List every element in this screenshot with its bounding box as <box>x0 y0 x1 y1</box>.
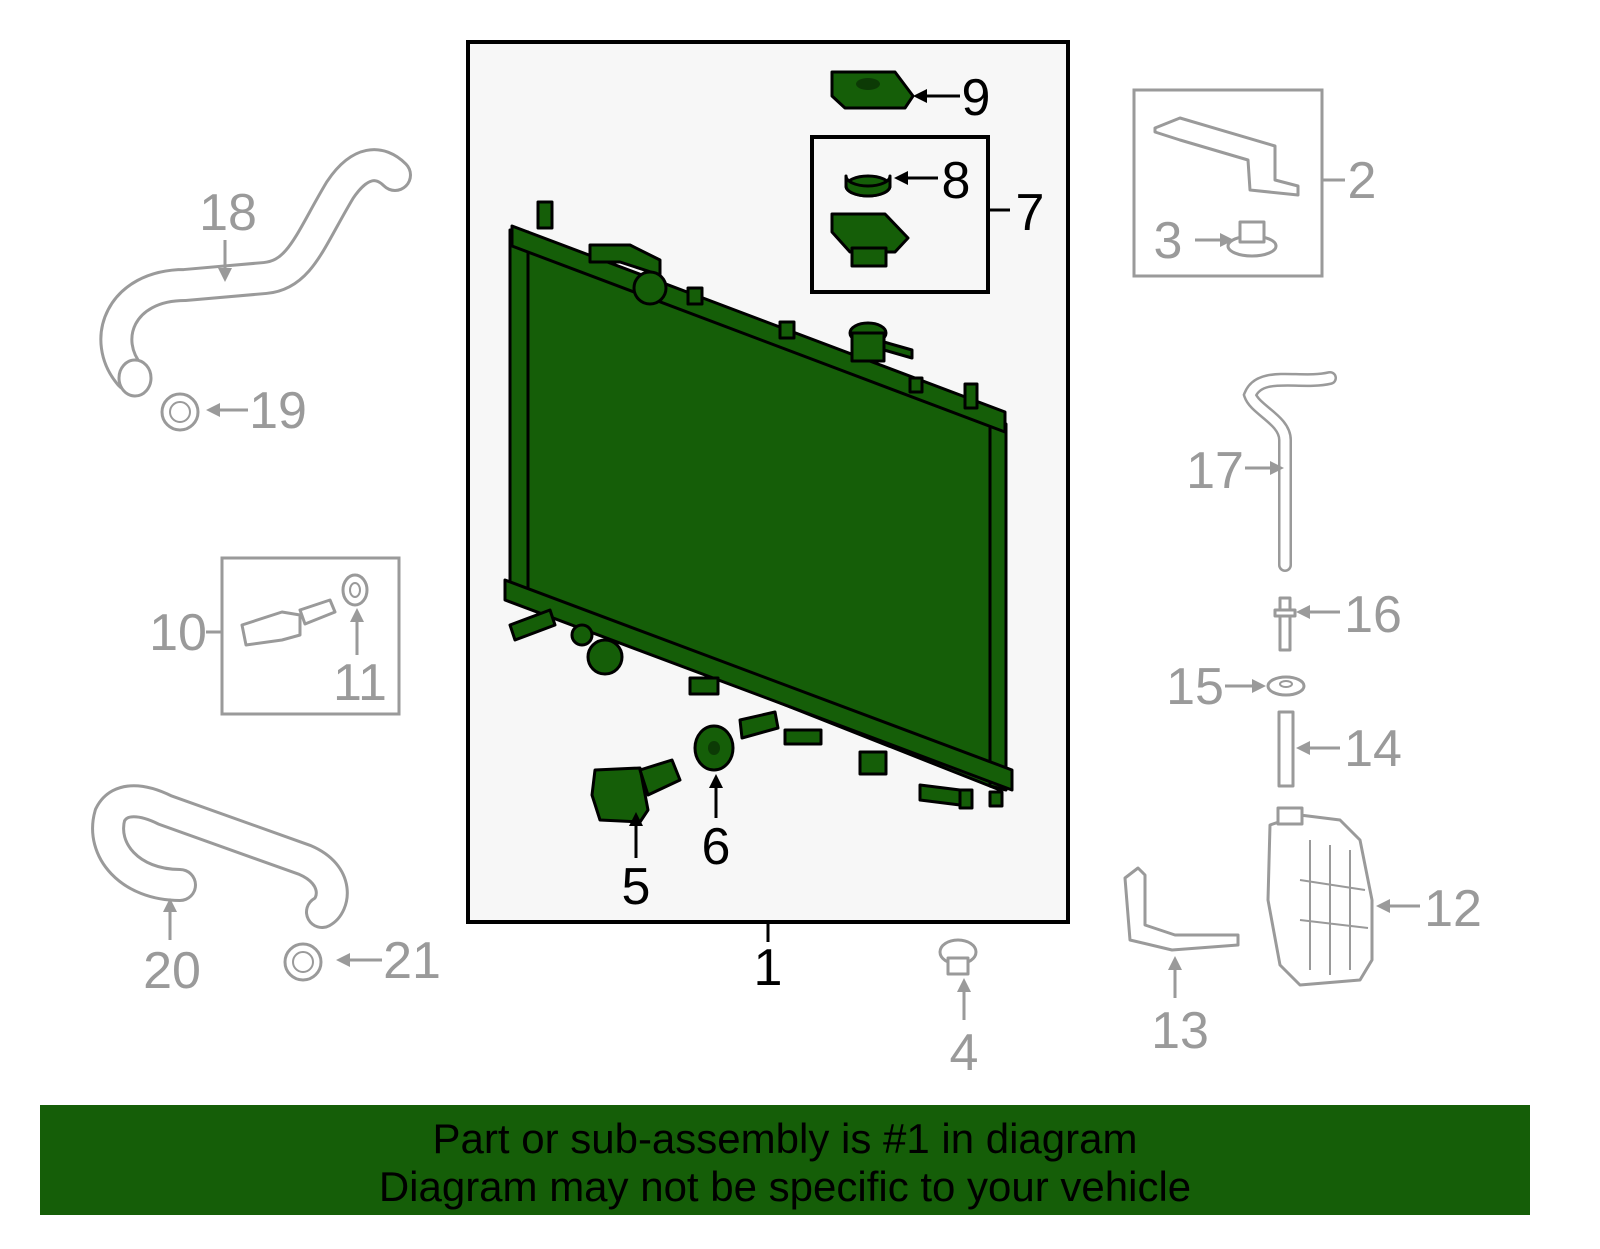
nut-part[interactable] <box>1226 220 1278 258</box>
upper-mount-part[interactable] <box>830 70 915 110</box>
clip-part[interactable] <box>938 938 978 976</box>
banner-line-2: Diagram may not be specific to your vehi… <box>378 1163 1192 1210</box>
overflow-hose-part[interactable] <box>1242 371 1337 572</box>
lower-mount-part[interactable] <box>830 212 910 268</box>
grommet-part[interactable] <box>844 174 892 198</box>
reservoir-part[interactable] <box>1266 806 1374 987</box>
sensor-box <box>220 556 401 716</box>
callout-8: 8 <box>942 152 971 210</box>
reservoir-bracket-part[interactable] <box>1123 866 1240 952</box>
callout-10: 10 <box>149 604 207 662</box>
callout-6: 6 <box>702 818 731 876</box>
callout-7: 7 <box>1016 184 1045 242</box>
callout-9: 9 <box>962 69 991 127</box>
callout-16: 16 <box>1344 586 1402 644</box>
callout-11: 11 <box>333 654 387 712</box>
callout-5: 5 <box>622 858 651 916</box>
bracket-box <box>1132 88 1324 278</box>
callout-18: 18 <box>199 184 257 242</box>
temp-sensor-part[interactable] <box>240 598 337 647</box>
callout-19: 19 <box>249 382 307 440</box>
disclaimer-banner: Part or sub-assembly is #1 in diagram Di… <box>40 1105 1530 1215</box>
callout-3: 3 <box>1154 212 1183 270</box>
pin-part[interactable] <box>1273 596 1297 652</box>
callout-4: 4 <box>950 1024 979 1082</box>
callout-17: 17 <box>1186 442 1244 500</box>
callout-12: 12 <box>1424 880 1482 938</box>
banner-line-1: Part or sub-assembly is #1 in diagram <box>432 1115 1138 1162</box>
o-ring-part[interactable] <box>693 724 735 772</box>
callout-21: 21 <box>383 932 441 990</box>
callout-1: 1 <box>754 939 783 997</box>
washer-part[interactable] <box>1266 675 1306 697</box>
lower-hose-clamp-part[interactable] <box>283 942 323 982</box>
upper-hose-part[interactable] <box>99 148 412 398</box>
radiator-part[interactable] <box>503 200 1014 810</box>
lower-hose-part[interactable] <box>91 784 349 929</box>
callout-20: 20 <box>143 942 201 1000</box>
callout-2: 2 <box>1348 152 1377 210</box>
rod-part[interactable] <box>1277 710 1295 788</box>
sensor-washer-part[interactable] <box>341 573 369 607</box>
callout-13: 13 <box>1151 1002 1209 1060</box>
upper-hose-clamp-part[interactable] <box>160 392 200 432</box>
callout-15: 15 <box>1166 658 1224 716</box>
mount-kit-box <box>810 135 990 294</box>
drain-plug-part[interactable] <box>590 758 682 824</box>
callout-14: 14 <box>1344 720 1402 778</box>
bracket-part[interactable] <box>1153 116 1300 197</box>
